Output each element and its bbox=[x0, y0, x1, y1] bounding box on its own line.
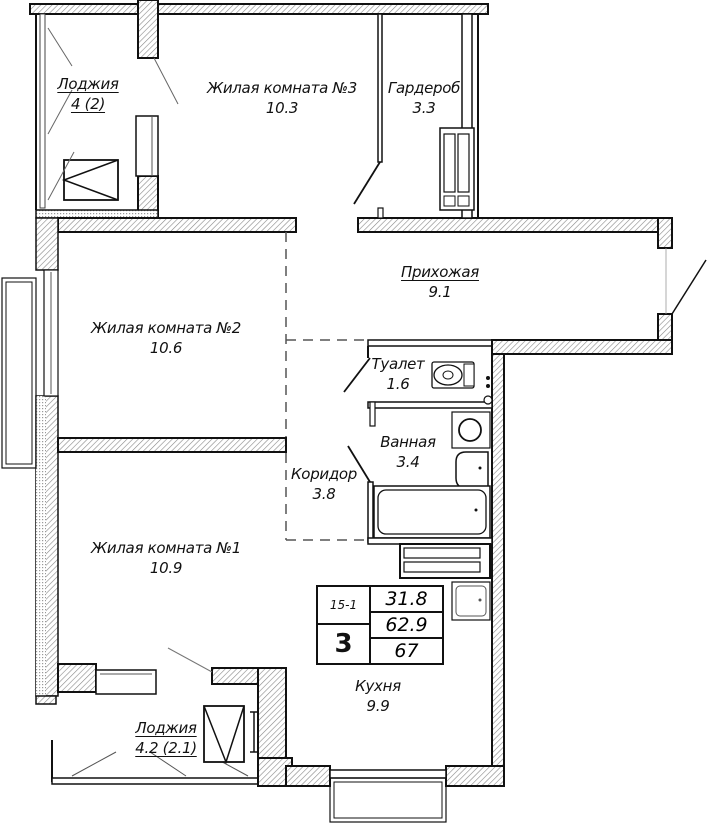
wall-living2-top bbox=[57, 217, 297, 233]
room-name: Жилая комната №2 bbox=[90, 319, 242, 337]
room-area: 1.6 bbox=[386, 375, 410, 393]
room-area: 10.9 bbox=[149, 559, 183, 577]
room-name: Жилая комната №1 bbox=[90, 539, 242, 557]
room-area: 4.2 (2.1) bbox=[135, 739, 197, 757]
ac-unit-icon bbox=[63, 159, 119, 201]
room-bathroom: Ванная 3.4 bbox=[380, 432, 436, 472]
wall-top-loggia bbox=[29, 3, 139, 15]
ac-unit-icon bbox=[203, 705, 245, 765]
room-area: 3.4 bbox=[396, 453, 420, 471]
room-corridor: Коридор 3.8 bbox=[291, 464, 357, 504]
living-area: 31.8 bbox=[371, 587, 442, 613]
room-name: Коридор bbox=[290, 465, 358, 483]
loggia-window bbox=[39, 13, 46, 209]
room-area: 9.1 bbox=[428, 283, 452, 301]
wall-hallway-top bbox=[357, 217, 667, 233]
washing-machine-icon bbox=[455, 451, 489, 489]
entrance-door bbox=[671, 259, 707, 315]
room-name: Туалет bbox=[371, 355, 425, 373]
loggia-bottom-window bbox=[51, 777, 259, 785]
wall-top-living3 bbox=[157, 3, 489, 15]
kitchen-balcony bbox=[329, 777, 447, 823]
room-loggia-top: Лоджия 4 (2) bbox=[57, 74, 119, 114]
wall-right bbox=[491, 353, 505, 775]
apartment-info-table: 15-1 3 31.8 62.9 67 bbox=[316, 585, 444, 665]
rooms-count: 3 bbox=[318, 625, 371, 663]
room-name: Кухня bbox=[355, 677, 401, 695]
room-name: Лоджия bbox=[135, 719, 197, 737]
room-area: 10.3 bbox=[265, 99, 299, 117]
door-living3 bbox=[353, 161, 381, 205]
room-name: Прихожая bbox=[401, 263, 479, 281]
total-area: 62.9 bbox=[371, 613, 442, 639]
area-values: 31.8 62.9 67 bbox=[371, 587, 442, 663]
total-area-with-loggia: 67 bbox=[394, 640, 419, 662]
door-bathroom bbox=[347, 445, 371, 483]
bathtub-icon bbox=[373, 485, 491, 539]
room-living-2: Жилая комната №2 10.6 bbox=[91, 318, 241, 358]
room-name: Гардероб bbox=[387, 79, 461, 97]
room-loggia-bottom: Лоджия 4.2 (2.1) bbox=[135, 718, 197, 758]
section-number: 15-1 bbox=[318, 587, 371, 625]
kitchen-counter-icon bbox=[399, 543, 491, 579]
room-area: 10.6 bbox=[149, 339, 183, 357]
room-living-1: Жилая комната №1 10.9 bbox=[91, 538, 241, 578]
room-hallway: Прихожая 9.1 bbox=[401, 262, 479, 302]
room-name: Лоджия bbox=[57, 75, 119, 93]
door-toilet bbox=[343, 357, 371, 393]
room-area: 9.9 bbox=[366, 697, 390, 715]
room-living-3: Жилая комната №3 10.3 bbox=[207, 78, 357, 118]
room-area: 4 (2) bbox=[70, 95, 106, 113]
sink-icon bbox=[451, 411, 491, 449]
room-name: Ванная bbox=[380, 433, 436, 451]
room-kitchen: Кухня 9.9 bbox=[355, 676, 401, 716]
room-area: 3.8 bbox=[312, 485, 336, 503]
room-wardrobe: Гардероб 3.3 bbox=[387, 78, 461, 118]
room-toilet: Туалет 1.6 bbox=[372, 354, 425, 394]
toilet-icon bbox=[431, 361, 475, 389]
room-area: 3.3 bbox=[412, 99, 436, 117]
stove-icon bbox=[451, 581, 491, 621]
kitchen-window bbox=[329, 769, 447, 779]
wall-living2-living1 bbox=[57, 437, 287, 453]
wall-column bbox=[137, 0, 159, 59]
room-name: Жилая комната №3 bbox=[206, 79, 358, 97]
